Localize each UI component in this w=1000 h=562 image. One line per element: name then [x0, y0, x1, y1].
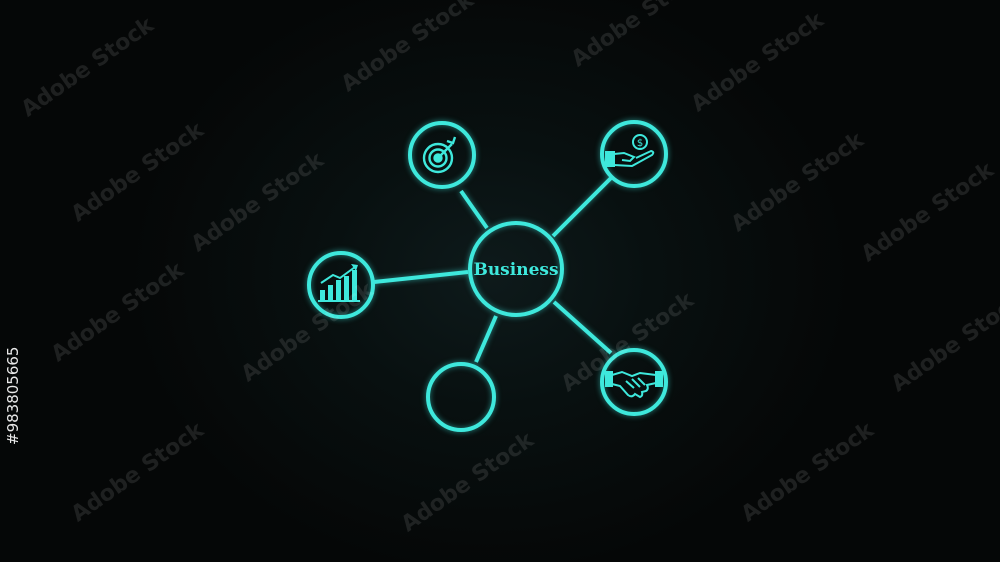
- node-empty[interactable]: [426, 362, 496, 432]
- bar-chart-growth-icon: [318, 264, 360, 302]
- svg-text:$: $: [637, 138, 643, 149]
- hand-coin-icon: $: [605, 134, 655, 168]
- node-deal[interactable]: [600, 348, 668, 416]
- connector-empty: [474, 315, 498, 363]
- connector-growth: [373, 270, 469, 284]
- stock-id-label: #983805665: [4, 346, 22, 445]
- center-label: Business: [473, 260, 558, 280]
- node-money[interactable]: [600, 120, 668, 188]
- connector-target: [459, 189, 489, 230]
- node-growth[interactable]: [307, 251, 375, 319]
- center-node[interactable]: [468, 221, 564, 317]
- connector-money: [551, 175, 614, 238]
- node-target[interactable]: [408, 121, 476, 189]
- handshake-icon: [605, 370, 663, 399]
- connector-deal: [552, 300, 613, 355]
- target-arrow-icon: [422, 136, 457, 174]
